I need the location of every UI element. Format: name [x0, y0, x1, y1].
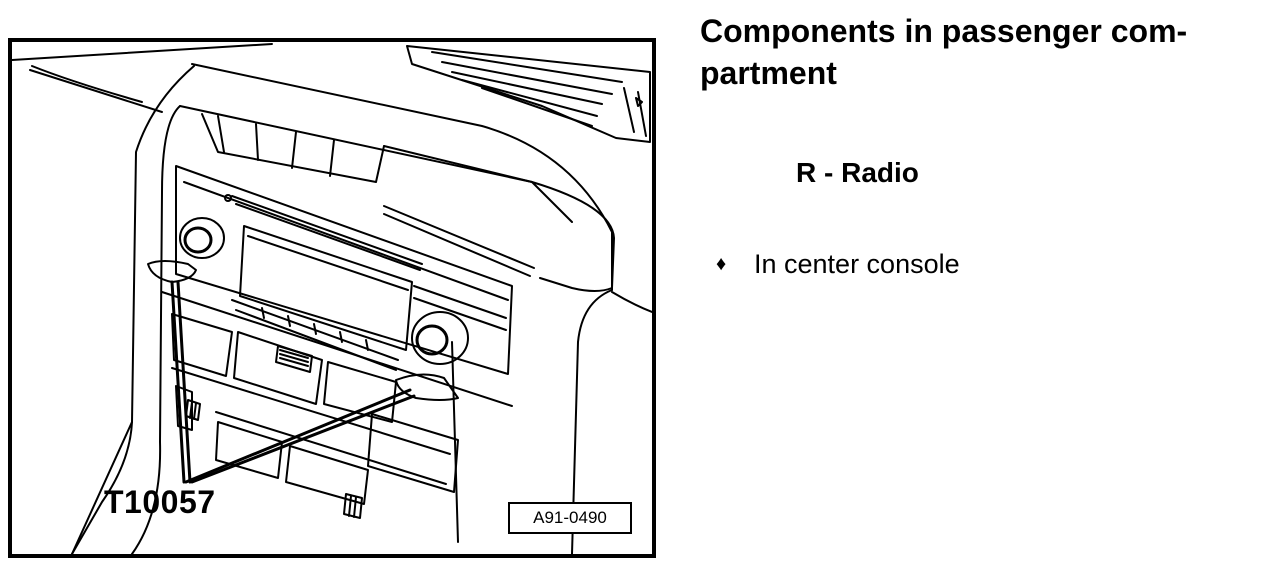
center-console-drawing [12, 43, 652, 554]
component-title: R - Radio [796, 157, 919, 188]
callout-leader-lines [170, 280, 416, 484]
air-vent [406, 45, 651, 143]
location-bullet: ♦ In center console [716, 248, 960, 280]
radio-unit [175, 165, 513, 375]
tool-callout-label: T10057 [104, 484, 216, 520]
figure-id-label: A91-0490 [508, 502, 632, 534]
console-top-slots [201, 113, 573, 277]
radio-removal-illustration: T10057 A91-0490 [8, 38, 656, 558]
section-heading: Components in passenger com-partment [700, 13, 1188, 91]
diamond-bullet-icon: ♦ [716, 253, 727, 276]
location-text: In center console [754, 249, 960, 279]
removal-tool-shapes [147, 260, 459, 401]
